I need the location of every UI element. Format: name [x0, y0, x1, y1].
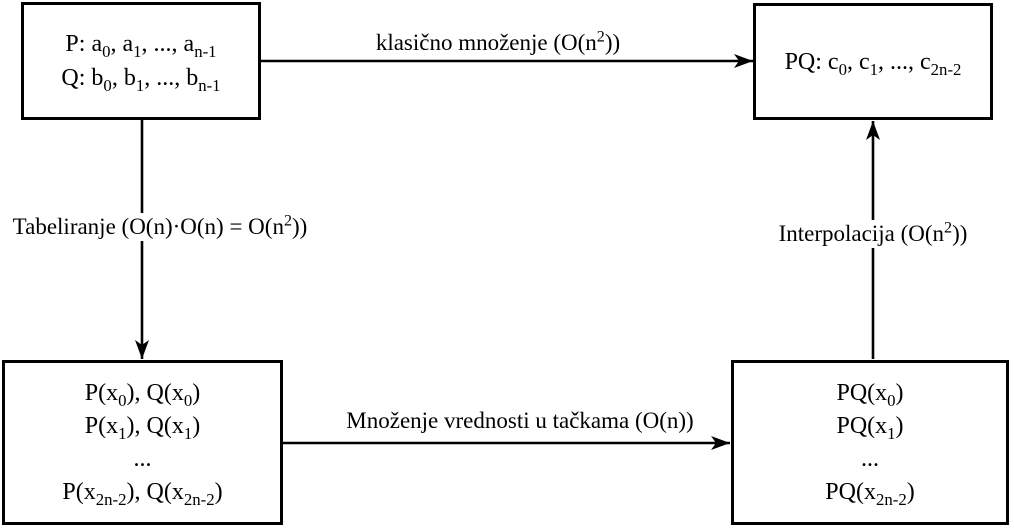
box-coefficients: P: a0, a1, ..., an-1 Q: b0, b1, ..., bn-… [21, 2, 261, 120]
box-product-point-values-line-last: PQ(x2n-2) [825, 478, 915, 509]
box-product-coefficients: PQ: c0, c1, ..., c2n-2 [753, 3, 993, 120]
box-point-values-line-0: P(x0), Q(x0) [84, 379, 201, 410]
edge-label-classic-multiplication: klasično množenje (O(n2)) [308, 29, 688, 57]
box-product-point-values-line-1: PQ(x1) [836, 412, 904, 443]
box-coefficients-line-p: P: a0, a1, ..., an-1 [65, 31, 217, 61]
box-point-values-line-last: P(x2n-2), Q(x2n-2) [62, 478, 223, 509]
box-product-point-values-ellipsis: ... [861, 445, 879, 472]
box-point-values: P(x0), Q(x0) P(x1), Q(x1) ... P(x2n-2), … [2, 360, 283, 525]
edge-label-tabulation: Tabeliranje (O(n)·O(n) = O(n2)) [2, 213, 318, 241]
box-coefficients-line-q: Q: b0, b1, ..., bn-1 [61, 65, 221, 95]
box-product-coefficients-line: PQ: c0, c1, ..., c2n-2 [784, 48, 962, 79]
edge-label-pointwise-multiplication: Množenje vrednosti u tačkama (O(n)) [320, 407, 720, 435]
edge-label-interpolation: Interpolacija (O(n2)) [773, 220, 973, 248]
box-point-values-line-1: P(x1), Q(x1) [84, 412, 201, 443]
box-point-values-ellipsis: ... [133, 445, 152, 472]
box-product-point-values-line-0: PQ(x0) [836, 379, 904, 410]
box-product-point-values: PQ(x0) PQ(x1) ... PQ(x2n-2) [731, 360, 1009, 525]
